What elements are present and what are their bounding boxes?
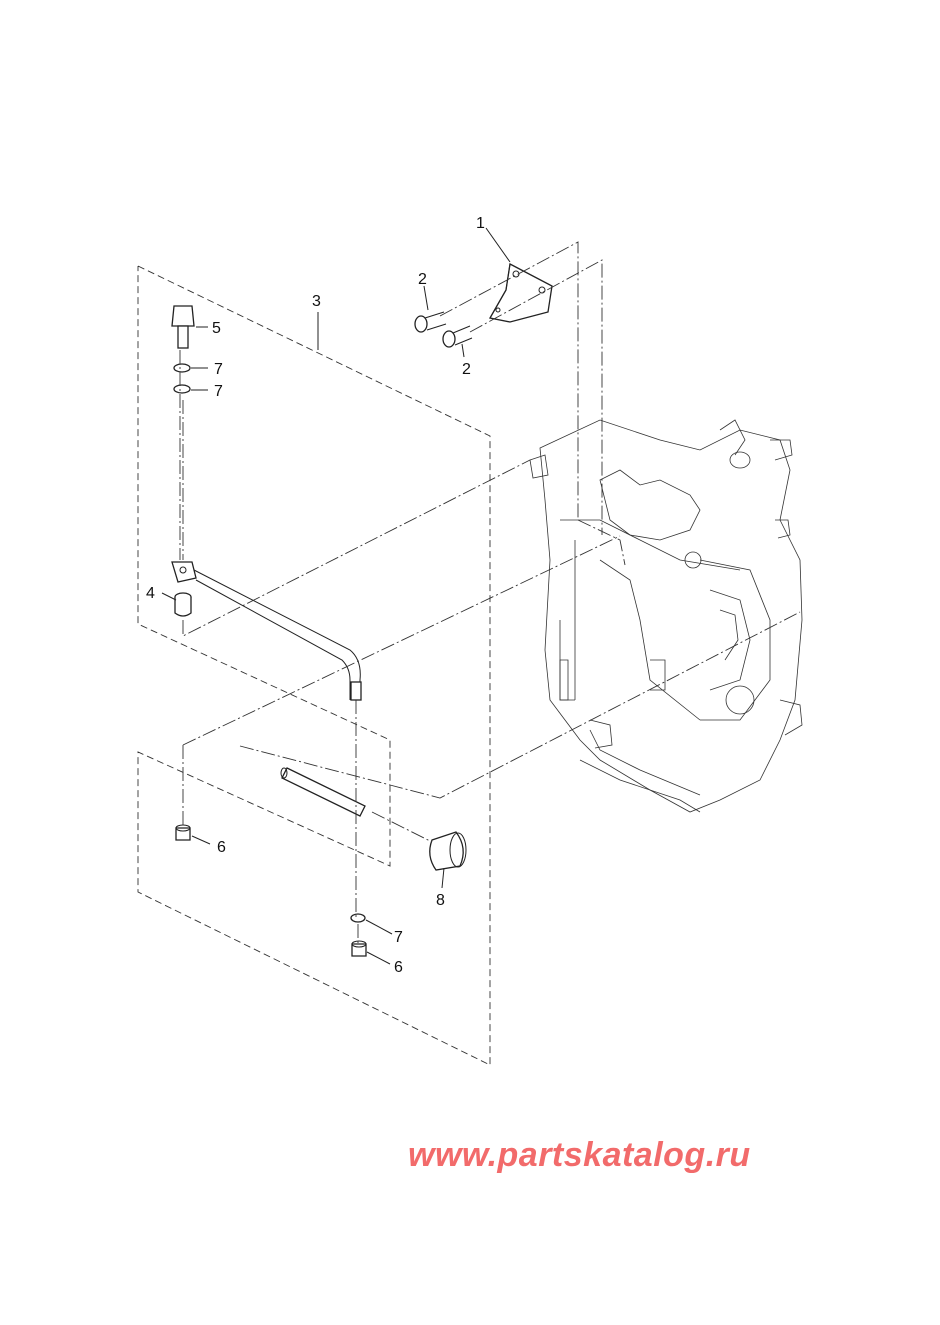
washer-part-7-b: [173, 384, 191, 394]
callout-5: 5: [212, 320, 221, 337]
cap-part-8: [429, 831, 467, 871]
bolt-part-2-a: [414, 311, 447, 333]
washer-part-7-a: [173, 363, 191, 373]
callout-6-a: 6: [217, 839, 226, 856]
callout-labels: 1 2 2 3 5 7 7 4 6 8 7 6: [146, 215, 485, 976]
callout-6-b: 6: [394, 959, 403, 976]
watermark-text: www.partskatalog.ru: [408, 1136, 751, 1174]
callout-1: 1: [476, 215, 485, 232]
collar-part-4: [174, 592, 192, 617]
callout-7-b: 7: [214, 383, 223, 400]
callout-7-a: 7: [214, 361, 223, 378]
assembly-3-boundary: [137, 265, 491, 1066]
link-rod: [171, 561, 362, 701]
callout-2-b: 2: [462, 361, 471, 378]
nut-part-6-b: [351, 940, 367, 957]
callout-8: 8: [436, 892, 445, 909]
callout-7-c: 7: [394, 929, 403, 946]
engine-bracket-housing: [529, 419, 803, 813]
callout-3: 3: [312, 293, 321, 310]
callout-4: 4: [146, 585, 155, 602]
bolt-part-5: [171, 305, 195, 349]
pin-rod: [280, 767, 366, 817]
assembly-lines: [179, 241, 801, 944]
nut-part-6-a: [175, 824, 191, 841]
bracket-part-1: [488, 263, 553, 323]
callout-2-a: 2: [418, 271, 427, 288]
washer-part-7-c: [350, 913, 366, 923]
leader-lines: [161, 227, 511, 965]
bolt-part-2-b: [442, 325, 473, 348]
